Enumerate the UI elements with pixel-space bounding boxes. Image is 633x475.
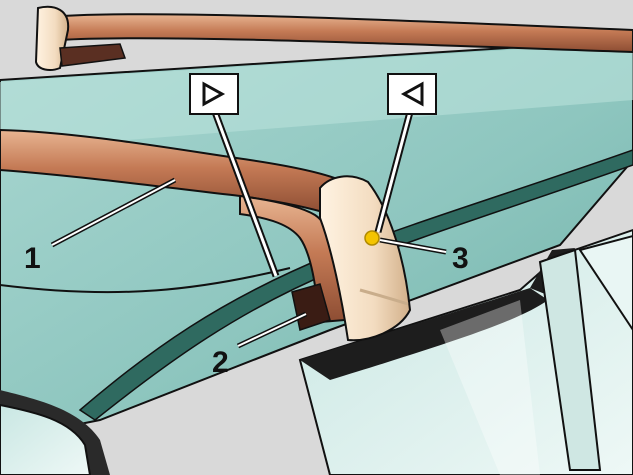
callout-3: 3 (452, 242, 469, 275)
left-pointer-line (213, 111, 278, 277)
left-marker-box (189, 73, 239, 115)
glass-reflection (440, 300, 540, 475)
callout-1: 1 (24, 242, 41, 275)
triangle-right-icon (202, 81, 226, 107)
leader-2 (237, 313, 307, 347)
rear-window-glass (578, 234, 633, 332)
window-pillar-face (538, 248, 602, 471)
front-window-glass (0, 403, 92, 475)
bolt-icon (364, 230, 380, 246)
roof-gutter-seal (78, 149, 633, 421)
roof-edge-line (0, 267, 291, 294)
callout-2: 2 (212, 346, 229, 379)
right-marker-box (387, 73, 437, 115)
roof-highlight (0, 42, 633, 150)
leader-1 (51, 179, 176, 246)
right-pointer-line (376, 111, 412, 233)
rear-rack-bar (37, 13, 633, 54)
bracket-edge-line (359, 288, 409, 306)
triangle-left-icon (400, 81, 424, 107)
window-frame-top (300, 288, 548, 380)
leader-3 (379, 239, 447, 253)
rear-rack-foot (59, 43, 127, 67)
